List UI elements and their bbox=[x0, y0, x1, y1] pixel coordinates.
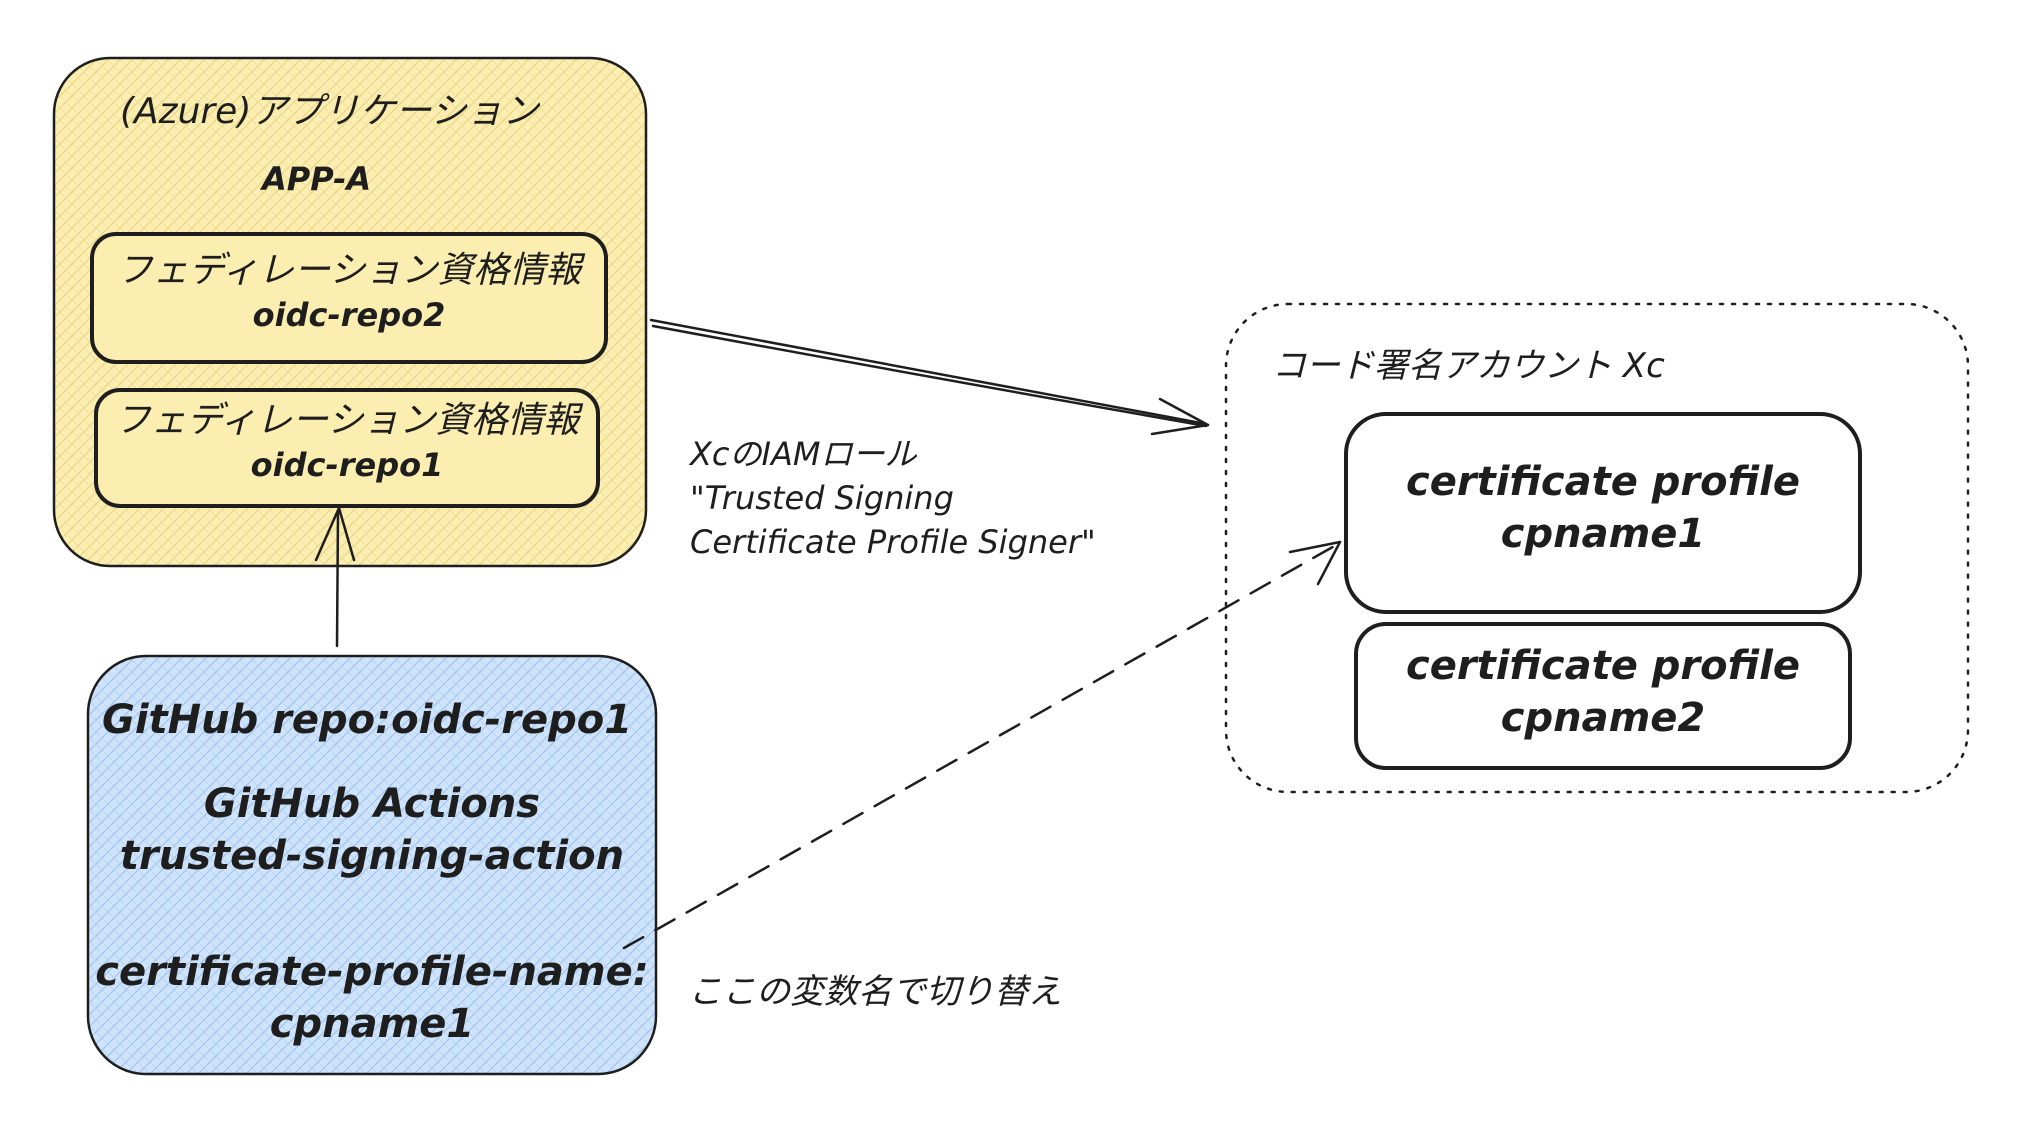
credential-oidc-repo1: フェディレーション資格情報 oidc-repo1 bbox=[96, 398, 598, 486]
credential-title: フェディレーション資格情報 bbox=[114, 400, 580, 441]
azure-app-title: (Azure)アプリケーション bbox=[120, 91, 539, 132]
certificate-profile-param: certificate-profile-name: cpname1 bbox=[88, 946, 656, 1050]
github-actions-label: GitHub Actions bbox=[203, 781, 541, 827]
arrow-app-to-signing-account bbox=[649, 318, 1210, 436]
credential-oidc-repo2: フェディレーション資格情報 oidc-repo2 bbox=[92, 248, 606, 336]
credential-box-oidc-repo1 bbox=[94, 388, 600, 508]
role-label: XcのIAMロール "Trusted Signing Certificate P… bbox=[690, 432, 1096, 564]
certificate-profile-cpname2: certificate profile cpname2 bbox=[1356, 640, 1850, 744]
github-container bbox=[86, 654, 658, 1076]
switch-note: ここの変数名で切り替え bbox=[688, 972, 1062, 1012]
certificate-profile-box-cpname2 bbox=[1354, 622, 1852, 770]
signing-account-title: コード署名アカウント Xc bbox=[1272, 346, 1665, 386]
credential-title: フェディレーション資格情報 bbox=[116, 250, 582, 291]
profile-name: cpname2 bbox=[1500, 695, 1706, 741]
profile-title: certificate profile bbox=[1406, 643, 1800, 689]
credential-box-oidc-repo2 bbox=[90, 232, 608, 364]
param-name: certificate-profile-name: bbox=[95, 949, 649, 995]
github-actions-block: GitHub Actions trusted-signing-action bbox=[88, 778, 656, 882]
github-action-name: trusted-signing-action bbox=[119, 833, 625, 879]
certificate-profile-cpname1: certificate profile cpname1 bbox=[1346, 456, 1860, 560]
app-name-label: APP-A bbox=[262, 160, 372, 198]
role-label-line3: Certificate Profile Signer" bbox=[690, 523, 1096, 561]
role-label-line2: "Trusted Signing bbox=[690, 479, 954, 517]
credential-name: oidc-repo2 bbox=[252, 295, 446, 334]
param-value: cpname1 bbox=[269, 1001, 475, 1047]
credential-name: oidc-repo1 bbox=[250, 445, 444, 484]
profile-title: certificate profile bbox=[1406, 459, 1800, 505]
role-label-line1: XcのIAMロール bbox=[690, 435, 917, 473]
arrow-github-to-credential bbox=[314, 506, 356, 648]
dashed-arrow-param-to-profile bbox=[622, 540, 1342, 950]
certificate-profile-box-cpname1 bbox=[1344, 412, 1862, 614]
profile-name: cpname1 bbox=[1500, 511, 1706, 557]
github-repo-label: GitHub repo:oidc-repo1 bbox=[102, 697, 633, 743]
